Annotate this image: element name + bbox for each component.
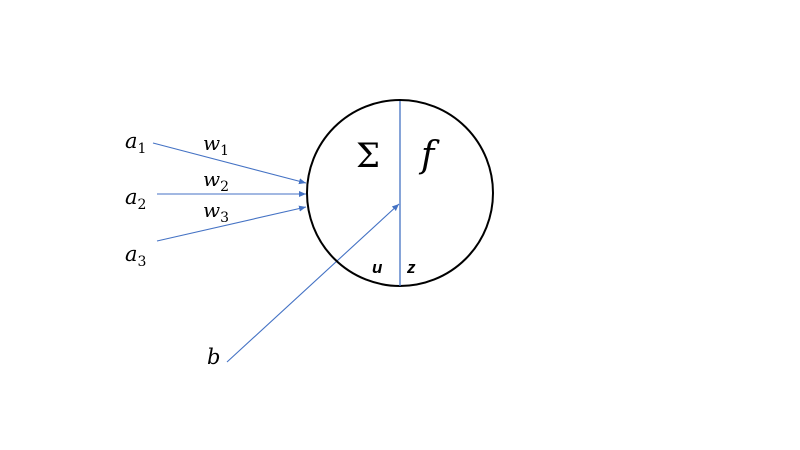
input-3-arrow [156, 205, 307, 242]
sum-output-label: u [372, 258, 383, 277]
activation-output-label: z [406, 258, 416, 277]
input-1-arrow [152, 142, 307, 185]
bias-label: b [207, 345, 220, 369]
input-label-3: a3 [125, 242, 146, 270]
weight-label-2: w2 [203, 167, 229, 195]
sum-symbol: Σ [356, 136, 380, 176]
input-label-1: a1 [125, 129, 146, 157]
weight-label-3: w3 [203, 198, 229, 226]
weight-label-1: w1 [203, 131, 229, 159]
activation-symbol: f [418, 135, 440, 176]
bias-arrow [226, 203, 400, 363]
input-label-2: a2 [125, 185, 146, 213]
